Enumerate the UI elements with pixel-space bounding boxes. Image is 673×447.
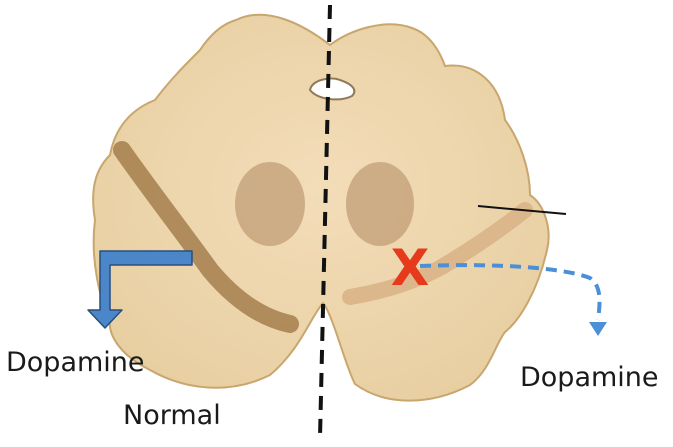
normal-label: Normal <box>123 402 221 429</box>
red-nucleus-right <box>346 162 414 246</box>
lesion-marker: X <box>391 239 430 297</box>
red-nucleus-left <box>235 162 305 246</box>
dopamine-label-normal-side: Dopamine <box>6 349 145 376</box>
dopamine-label-lesioned-side: Dopamine <box>520 364 659 391</box>
